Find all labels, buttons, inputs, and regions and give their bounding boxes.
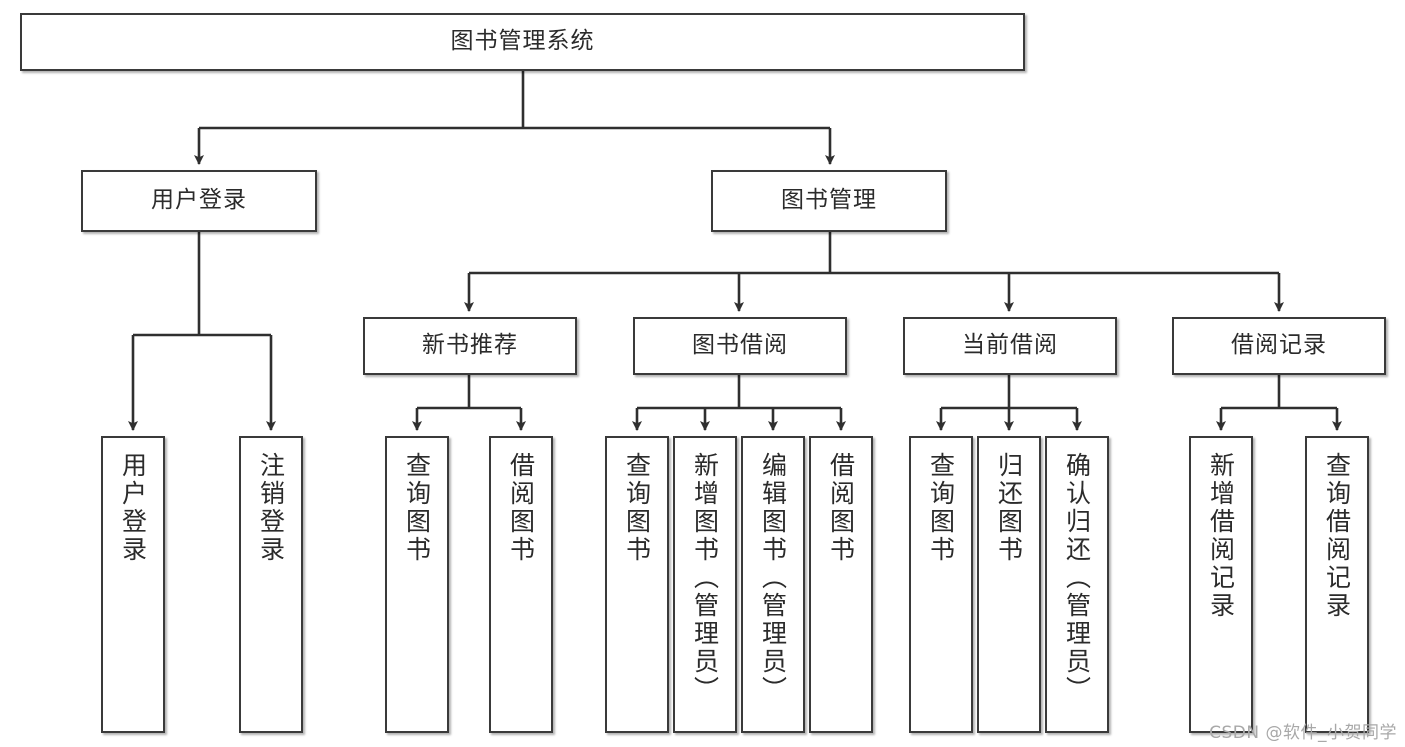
node-user-login[interactable]: 用户登录: [81, 170, 317, 232]
node-leaf-edit-book[interactable]: 编辑图书（管理员）: [741, 436, 805, 733]
node-leaf-query-book-3[interactable]: 查询图书: [909, 436, 973, 733]
node-new-book-recommend[interactable]: 新书推荐: [363, 317, 577, 375]
node-label: 借阅记录: [1231, 332, 1327, 359]
node-leaf-query-book-1[interactable]: 查询图书: [385, 436, 449, 733]
node-label: 归还图书: [994, 452, 1024, 564]
node-label: 查询图书: [926, 452, 956, 564]
node-label: 新增借阅记录: [1206, 452, 1236, 620]
node-leaf-add-record[interactable]: 新增借阅记录: [1189, 436, 1253, 733]
node-label: 新增图书（管理员）: [690, 452, 720, 704]
node-label: 查询图书: [622, 452, 652, 564]
node-label: 图书借阅: [692, 332, 788, 359]
node-label: 查询图书: [402, 452, 432, 564]
csdn-watermark: CSDN @软件_小贺同学: [1209, 723, 1397, 743]
node-leaf-query-book-2[interactable]: 查询图书: [605, 436, 669, 733]
node-label: 注销登录: [256, 452, 286, 564]
node-leaf-return-book[interactable]: 归还图书: [977, 436, 1041, 733]
node-label: 编辑图书（管理员）: [758, 452, 788, 704]
node-label: 借阅图书: [826, 452, 856, 564]
node-leaf-user-login[interactable]: 用户登录: [101, 436, 165, 733]
node-leaf-borrow-book-1[interactable]: 借阅图书: [489, 436, 553, 733]
node-label: 图书管理系统: [450, 28, 595, 55]
node-label: 用户登录: [118, 452, 148, 564]
node-leaf-add-book[interactable]: 新增图书（管理员）: [673, 436, 737, 733]
node-leaf-confirm-return[interactable]: 确认归还（管理员）: [1045, 436, 1109, 733]
node-label: 图书管理: [781, 187, 877, 214]
node-book-manage[interactable]: 图书管理: [711, 170, 947, 232]
node-current-borrow[interactable]: 当前借阅: [903, 317, 1117, 375]
node-label: 新书推荐: [422, 332, 518, 359]
node-label: 借阅图书: [506, 452, 536, 564]
node-label: 查询借阅记录: [1322, 452, 1352, 620]
node-leaf-query-record[interactable]: 查询借阅记录: [1305, 436, 1369, 733]
node-borrow-record[interactable]: 借阅记录: [1172, 317, 1386, 375]
node-label: 当前借阅: [962, 332, 1058, 359]
node-leaf-borrow-book-2[interactable]: 借阅图书: [809, 436, 873, 733]
node-book-borrow[interactable]: 图书借阅: [633, 317, 847, 375]
node-label: 用户登录: [151, 187, 247, 214]
node-leaf-logout-login[interactable]: 注销登录: [239, 436, 303, 733]
node-book-management-system[interactable]: 图书管理系统: [20, 13, 1025, 71]
node-label: 确认归还（管理员）: [1062, 452, 1092, 704]
